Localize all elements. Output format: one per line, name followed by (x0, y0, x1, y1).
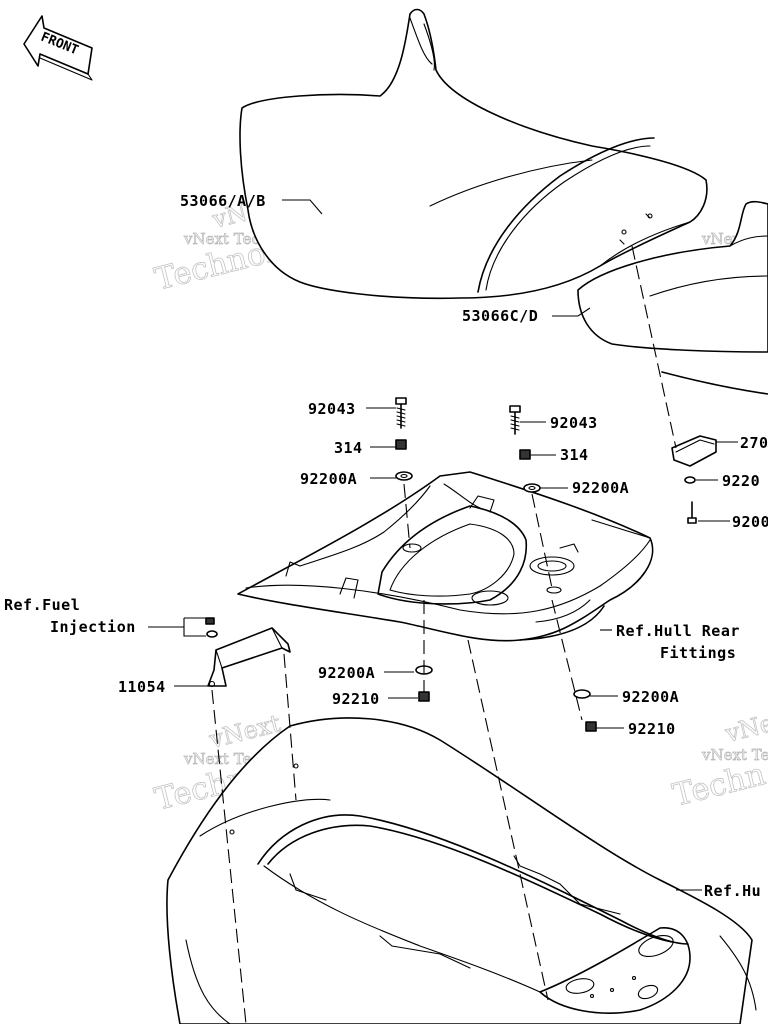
label-nut-left: 314 (334, 439, 363, 457)
bolt-right (509, 405, 521, 435)
label-bolt-right: 92043 (550, 414, 598, 432)
label-nut-lower-left: 92210 (332, 690, 380, 708)
label-ref-hull-rear-line2: Fittings (660, 644, 736, 662)
screw-part-9200 (687, 501, 697, 524)
label-seat-front: 53066/A/B (180, 192, 266, 210)
label-washer-lower-left: 92200A (318, 664, 375, 682)
label-part-9220-cut: 9220 (722, 472, 760, 490)
front-direction-arrow: FRONT (23, 15, 93, 81)
label-part-270-cut: 270 (740, 434, 768, 452)
nut-lower-right (585, 721, 597, 732)
nut-lower-left (418, 691, 430, 702)
label-ref-fuel-line1: Ref.Fuel (4, 596, 80, 614)
label-washer-right: 92200A (572, 479, 629, 497)
label-ref-hull-cut: Ref.Hu (704, 882, 761, 900)
assembly-dashed-lines (211, 245, 677, 1024)
label-part-9200-cut: 9200 (732, 513, 768, 531)
callout-labels: 53066/A/B 53066C/D 92043 314 92200A 9204… (4, 192, 768, 900)
lower-hull (166, 717, 757, 1024)
label-washer-left: 92200A (300, 470, 357, 488)
label-bracket: 11054 (118, 678, 166, 696)
front-seat (239, 8, 708, 300)
label-seat-rear: 53066C/D (462, 307, 538, 325)
label-ref-fuel-line2: Injection (50, 618, 136, 636)
label-ref-hull-rear-line1: Ref.Hull Rear (616, 622, 740, 640)
nut-left (395, 439, 407, 450)
watermark-group-lower-right: vNext vNext Te Techn (669, 703, 768, 814)
washer-lower-right (573, 689, 591, 699)
bracket (205, 617, 291, 688)
clip-part-270 (671, 435, 717, 467)
label-washer-lower-right: 92200A (622, 688, 679, 706)
callout-leaders (148, 199, 738, 891)
watermark-word-lower-right: Techn (669, 756, 768, 814)
washer-left (395, 471, 413, 481)
label-nut-lower-right: 92210 (628, 720, 676, 738)
watermark-company-lower-right: vNext Te (701, 746, 768, 764)
watermark-brand-lower-right: vNext (722, 703, 768, 748)
rear-seat (577, 200, 768, 353)
hull-upper-right-edge (661, 371, 768, 395)
nut-right (519, 449, 531, 460)
label-bolt-left: 92043 (308, 400, 356, 418)
washer-part-9220 (684, 476, 696, 484)
bolt-left (395, 397, 407, 429)
washer-right (523, 483, 541, 493)
storage-tray (237, 471, 654, 642)
label-nut-right: 314 (560, 446, 589, 464)
